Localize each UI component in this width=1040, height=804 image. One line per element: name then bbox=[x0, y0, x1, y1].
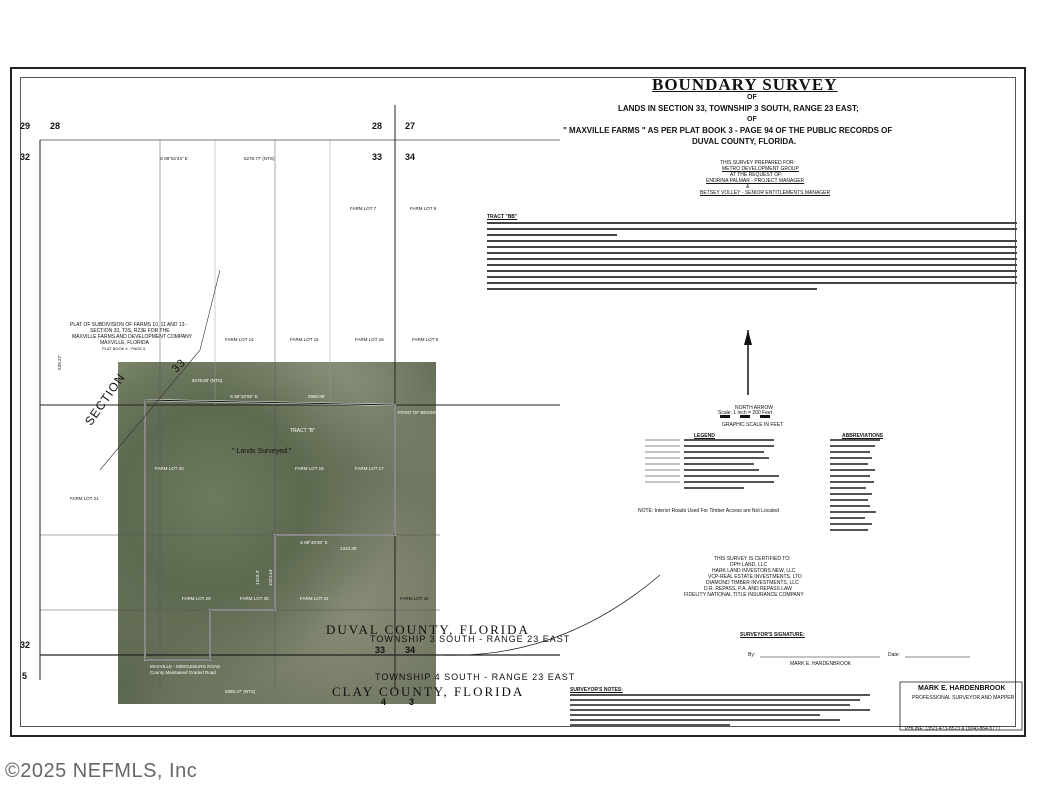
certified-6: D.R. REPASS, P.A. AND REPASS LAW bbox=[704, 586, 792, 592]
distance-top: 5278.77' (NTS) bbox=[244, 156, 275, 161]
plat-note-1: PLAT OF SUBDIVISION OF FARMS 10, 11 AND … bbox=[70, 322, 188, 328]
section-3: 3 bbox=[409, 697, 415, 707]
section-28-left: 28 bbox=[50, 121, 61, 131]
farm-lot-16: FARM LOT 16 bbox=[355, 337, 384, 342]
header-line-2: " MAXVILLE FARMS " AS PER PLAT BOOK 3 - … bbox=[563, 126, 893, 135]
farm-lot-31: FARM LOT 31 bbox=[300, 596, 329, 601]
note-interior-roads: NOTE: Interior Roads Used For Timber Acc… bbox=[638, 508, 779, 514]
header-line-3: DUVAL COUNTY, FLORIDA. bbox=[692, 137, 797, 146]
survey-inner-border bbox=[20, 77, 1016, 727]
section-34-top: 34 bbox=[405, 152, 416, 162]
distance-low: 1323.30' bbox=[340, 546, 358, 551]
notes-title: SURVEYOR'S NOTES: bbox=[570, 687, 623, 693]
section-32-bottom: 32 bbox=[20, 640, 31, 650]
farm-lot-15: FARM LOT 15 bbox=[290, 337, 319, 342]
section-4: 4 bbox=[381, 697, 387, 707]
tract-bb-heading: TRACT "BB" bbox=[487, 214, 518, 220]
plat-note-5: PLAT BOOK 4 - PAGE 5 bbox=[102, 346, 146, 351]
clay-county-label: CLAY COUNTY, FLORIDA bbox=[332, 684, 525, 699]
distance-vertical-1: 1323.3' bbox=[254, 570, 260, 585]
tract-b-label: TRACT "B" bbox=[290, 428, 315, 434]
plat-note-4: MAXVILLE, FLORIDA bbox=[100, 340, 149, 346]
section-27: 27 bbox=[405, 121, 416, 131]
bearing-low: S 89°46'36" E bbox=[300, 540, 328, 545]
certified-3: HARK LAND INVESTORS NEW, LLC bbox=[712, 568, 796, 574]
prepared-5: & bbox=[746, 184, 750, 190]
signature-date: Date: bbox=[888, 652, 900, 658]
copyright-watermark: ©2025 NEFMLS, Inc bbox=[5, 760, 198, 782]
farm-lot-20: FARM LOT 20 bbox=[155, 466, 184, 471]
certified-1: THIS SURVEY IS CERTIFIED TO: bbox=[714, 556, 791, 562]
prepared-3: AT THE REQUEST OF: bbox=[730, 172, 783, 178]
legend-title: LEGEND bbox=[694, 433, 715, 439]
road-label: MAXVILLE - MIDDLEBURG ROAD bbox=[150, 664, 221, 669]
farm-lot-18: FARM LOT 18 bbox=[295, 466, 324, 471]
road-sublabel: County Maintained Graded Road bbox=[150, 670, 216, 675]
duval-county-label: DUVAL COUNTY, FLORIDA bbox=[326, 622, 530, 637]
prepared-4: ENDRINA PALMAR - PROJECT MANAGER bbox=[706, 178, 805, 184]
farm-lot-14: FARM LOT 14 bbox=[225, 337, 254, 342]
distance-left: 539.27' bbox=[56, 355, 62, 370]
section-33-bottom: 33 bbox=[375, 645, 386, 655]
farm-lot-30: FARM LOT 30 bbox=[240, 596, 269, 601]
prepared-1: THIS SURVEY PREPARED FOR: bbox=[720, 160, 796, 166]
distance-mid: 2960.95' bbox=[308, 394, 326, 399]
certified-7: FIDELITY NATIONAL TITLE INSURANCE COMPAN… bbox=[684, 592, 804, 598]
north-arrow-label: NORTH ARROW bbox=[735, 405, 773, 411]
distance-mid-2: 5278.80' (NTS) bbox=[192, 378, 223, 383]
section-28-right: 28 bbox=[372, 121, 383, 131]
farm-lot-9: FARM LOT 9 bbox=[412, 337, 439, 342]
distance-bottom: 5390.37' (NTS) bbox=[225, 689, 256, 694]
certified-4: VCP-REAL ESTATE INVESTMENTS, LTD bbox=[708, 574, 802, 580]
firm-line-1: PROFESSIONAL SURVEYOR AND MAPPER bbox=[912, 695, 1015, 701]
plat-note-3: MAXVILLE FARMS AND DEVELOPMENT COMPANY bbox=[72, 334, 193, 340]
certified-5: DIAMOND TIMBER INVESTMENTS, LLC bbox=[706, 580, 799, 586]
section-29: 29 bbox=[20, 121, 31, 131]
firm-phone: PHONE: (352)-473-8523 & (904)-864-5777 bbox=[905, 726, 1001, 732]
bearing-top: S 89°52'44" E bbox=[160, 156, 188, 161]
certified-2: DPH LAND, LLC bbox=[730, 562, 768, 568]
farm-lot-8: FARM LOT 8 bbox=[410, 206, 437, 211]
farm-lot-32: FARM LOT 32 bbox=[400, 596, 429, 601]
prepared-6: BETSEY VOLLEY - SENIOR ENTITLEMENTS MANA… bbox=[700, 190, 831, 196]
plat-note-2: SECTION 33, T3S, R23E FOR THE bbox=[90, 328, 170, 334]
firm-name: MARK E. HARDENBROOK bbox=[918, 685, 1006, 692]
header-line-1: LANDS IN SECTION 33, TOWNSHIP 3 SOUTH, R… bbox=[618, 104, 859, 113]
distance-vertical-2: 1324.44' bbox=[268, 568, 274, 587]
farm-lot-29: FARM LOT 29 bbox=[182, 596, 211, 601]
bearing-mid: S 89°32'05" E bbox=[230, 394, 258, 399]
header-of-1: OF bbox=[747, 94, 757, 101]
farm-lot-7: FARM LOT 7 bbox=[350, 206, 377, 211]
aerial-photo bbox=[118, 362, 436, 704]
scale-label: Scale: 1 inch = 200 Feet bbox=[718, 410, 773, 416]
lands-surveyed-label: " Lands Surveyed " bbox=[232, 448, 292, 455]
signature-label: SURVEYOR'S SIGNATURE: bbox=[740, 632, 805, 638]
township-3-label: TOWNSHIP 3 SOUTH - RANGE 23 EAST bbox=[370, 634, 571, 644]
section-5: 5 bbox=[22, 671, 28, 681]
section-32-top: 32 bbox=[20, 152, 31, 162]
abbreviations-title: ABBREVIATIONS bbox=[842, 433, 884, 439]
graphic-scale-label: GRAPHIC SCALE IN FEET bbox=[722, 422, 784, 428]
section-33-top: 33 bbox=[372, 152, 383, 162]
signature-by: By: bbox=[748, 652, 756, 658]
farm-lot-17: FARM LOT 17 bbox=[355, 466, 384, 471]
survey-title: BOUNDARY SURVEY bbox=[652, 75, 838, 94]
section-34-bottom: 34 bbox=[405, 645, 416, 655]
prepared-2: METRO DEVELOPMENT GROUP bbox=[722, 166, 799, 172]
signature-name: MARK E. HARDENBROOK bbox=[790, 661, 852, 667]
header-of-2: OF bbox=[747, 116, 757, 123]
farm-lot-21: FARM LOT 21 bbox=[70, 496, 99, 501]
point-of-beginning: POINT OF BEGINNING - TRACT "BB" bbox=[398, 410, 475, 415]
township-4-label: TOWNSHIP 4 SOUTH - RANGE 23 EAST bbox=[375, 672, 576, 682]
